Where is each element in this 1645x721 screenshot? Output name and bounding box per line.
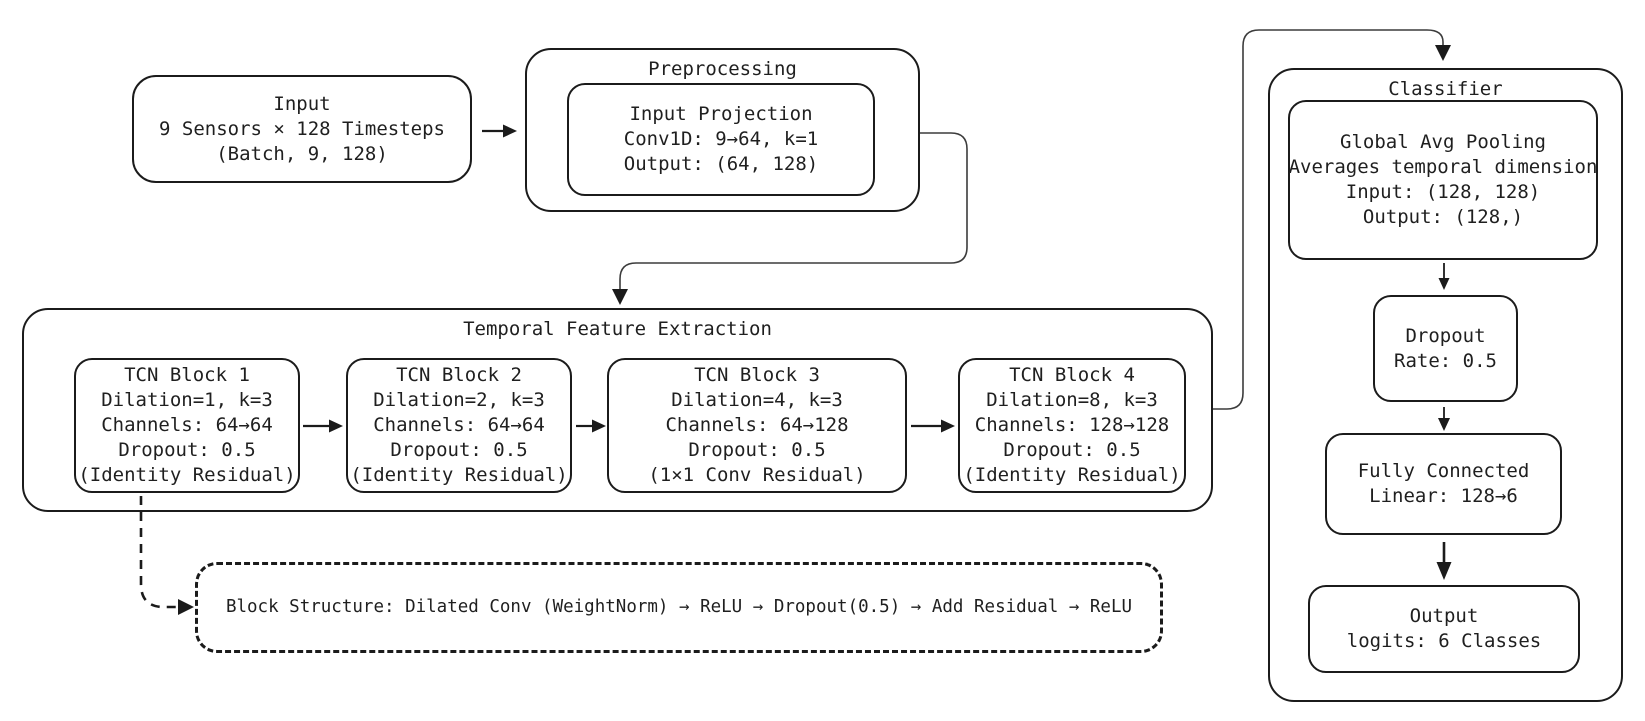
fully-connected-title: Fully Connected <box>1357 460 1530 482</box>
arrow-right-icon <box>178 599 194 615</box>
arrow-down-icon <box>612 289 628 305</box>
input-box-batch: (Batch, 9, 128) <box>216 142 388 165</box>
input-box: Input 9 Sensors × 128 Timesteps (Batch, … <box>132 75 472 183</box>
tcn-block-1-channels: Channels: 64→64 <box>101 414 273 436</box>
global-avg-pooling-box: Global Avg Pooling Averages temporal dim… <box>1288 100 1598 260</box>
gap-input: Input: (128, 128) <box>1345 181 1541 203</box>
tcn-block-3-dropout: Dropout: 0.5 <box>688 439 826 461</box>
tcn-block-4: TCN Block 4 Dilation=8, k=3 Channels: 12… <box>958 358 1186 493</box>
gap-output: Output: (128,) <box>1362 206 1524 228</box>
input-box-title: Input <box>273 92 331 115</box>
block-structure-note: Block Structure: Dilated Conv (WeightNor… <box>195 562 1163 653</box>
classifier-title: Classifier <box>1388 78 1503 100</box>
dropout-title: Dropout <box>1405 324 1486 347</box>
temporal-feature-extraction-container: Temporal Feature Extraction <box>22 308 1213 512</box>
dropout-rate: Rate: 0.5 <box>1394 349 1497 372</box>
arrow-input-to-preprocessing <box>482 124 517 138</box>
dropout-box: Dropout Rate: 0.5 <box>1373 295 1518 402</box>
arrow-down-icon <box>1435 45 1451 61</box>
tcn-block-3-dilation: Dilation=4, k=3 <box>671 389 843 411</box>
tcn-block-2-channels: Channels: 64→64 <box>373 414 545 436</box>
arrow-right-icon <box>503 124 517 138</box>
tcn-block-3-channels: Channels: 64→128 <box>665 414 849 436</box>
tcn-block-4-residual: (Identity Residual) <box>963 464 1181 486</box>
gap-title: Global Avg Pooling <box>1340 131 1546 153</box>
output-box: Output logits: 6 Classes <box>1308 585 1580 673</box>
preprocessing-title: Preprocessing <box>648 58 797 80</box>
preprocessing-container: Preprocessing <box>525 48 920 212</box>
output-title: Output <box>1409 605 1479 627</box>
gap-description: Averages temporal dimension <box>1288 156 1598 178</box>
tcn-block-1-residual: (Identity Residual) <box>78 464 296 486</box>
classifier-container: Classifier <box>1268 68 1623 702</box>
connector-tcn1-to-note <box>139 496 194 615</box>
tcn-block-1: TCN Block 1 Dilation=1, k=3 Channels: 64… <box>74 358 300 493</box>
fully-connected-box: Fully Connected Linear: 128→6 <box>1325 433 1562 535</box>
block-structure-note-text: Block Structure: Dilated Conv (WeightNor… <box>225 597 1133 617</box>
tcn-block-4-title: TCN Block 4 <box>1009 364 1135 386</box>
tcn-block-1-title: TCN Block 1 <box>124 364 250 386</box>
tcn-block-4-dilation: Dilation=8, k=3 <box>986 389 1158 411</box>
tcn-block-2-dropout: Dropout: 0.5 <box>390 439 528 461</box>
tcn-block-3-residual: (1×1 Conv Residual) <box>648 464 866 486</box>
output-logits: logits: 6 Classes <box>1346 630 1542 652</box>
tcn-block-3-title: TCN Block 3 <box>694 364 820 386</box>
tcn-block-2: TCN Block 2 Dilation=2, k=3 Channels: 64… <box>346 358 572 493</box>
input-projection-output: Output: (64, 128) <box>623 153 819 175</box>
tcn-block-1-dropout: Dropout: 0.5 <box>118 439 256 461</box>
tcn-block-2-dilation: Dilation=2, k=3 <box>373 389 545 411</box>
tcn-block-4-dropout: Dropout: 0.5 <box>1003 439 1141 461</box>
tcn-block-4-channels: Channels: 128→128 <box>974 414 1170 436</box>
input-projection-title: Input Projection <box>629 103 813 125</box>
tcn-block-2-title: TCN Block 2 <box>396 364 522 386</box>
input-projection-conv: Conv1D: 9→64, k=1 <box>623 128 819 150</box>
tcn-block-3: TCN Block 3 Dilation=4, k=3 Channels: 64… <box>607 358 907 493</box>
tcn-block-2-residual: (Identity Residual) <box>350 464 568 486</box>
input-projection-box: Input Projection Conv1D: 9→64, k=1 Outpu… <box>567 83 875 196</box>
temporal-feature-extraction-title: Temporal Feature Extraction <box>463 318 772 340</box>
input-box-shape: 9 Sensors × 128 Timesteps <box>159 117 445 140</box>
fully-connected-linear: Linear: 128→6 <box>1369 485 1518 507</box>
tcn-block-1-dilation: Dilation=1, k=3 <box>101 389 273 411</box>
